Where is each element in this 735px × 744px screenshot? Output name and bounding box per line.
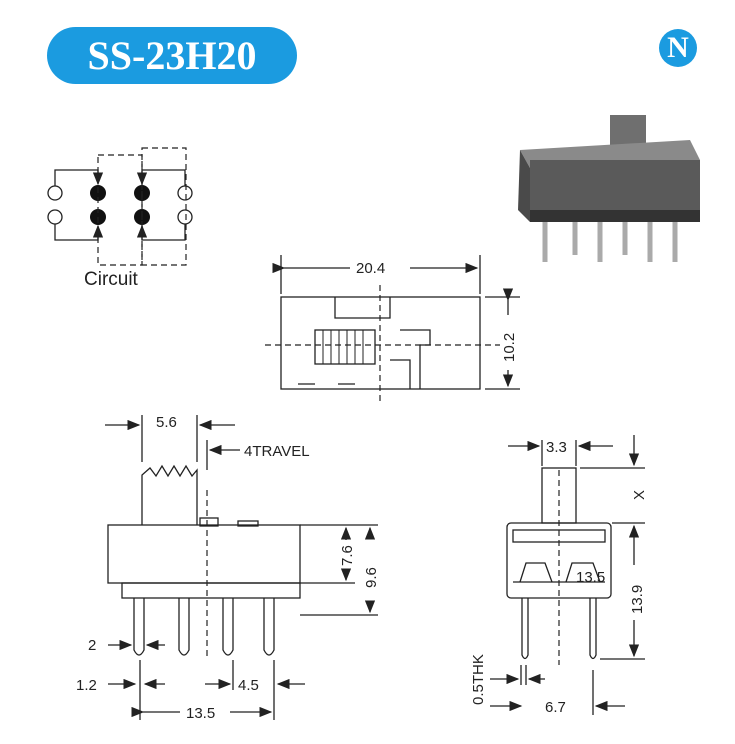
dim-actuator: 5.6 [156, 414, 177, 431]
dim-body-height: 7.6 [339, 545, 356, 566]
dim-inner: 13.5 [576, 569, 605, 586]
dim-pin-width: 1.2 [76, 677, 97, 694]
end-view [490, 435, 645, 715]
dim-width: 20.4 [356, 260, 385, 277]
dim-height: 10.2 [501, 333, 518, 362]
dim-end-height: 13.9 [629, 585, 646, 614]
actuator-height-label: X [631, 490, 648, 500]
top-view [265, 255, 520, 405]
dim-pin-length: 2 [88, 637, 96, 654]
circuit-label: Circuit [84, 269, 139, 290]
dim-pin-span: 6.7 [545, 699, 566, 716]
product-photo [518, 115, 700, 262]
dim-actuator-width: 3.3 [546, 439, 567, 456]
side-view [105, 415, 378, 720]
dim-span: 13.5 [186, 705, 215, 722]
model-title: SS-23H20 [47, 27, 297, 84]
dim-total-height: 9.6 [363, 567, 380, 588]
brand-logo: N [659, 29, 697, 67]
thickness-label: 0.5THK [470, 654, 487, 705]
dim-pitch: 4.5 [238, 677, 259, 694]
circuit-diagram [47, 147, 193, 266]
travel-label: 4TRAVEL [244, 443, 310, 460]
